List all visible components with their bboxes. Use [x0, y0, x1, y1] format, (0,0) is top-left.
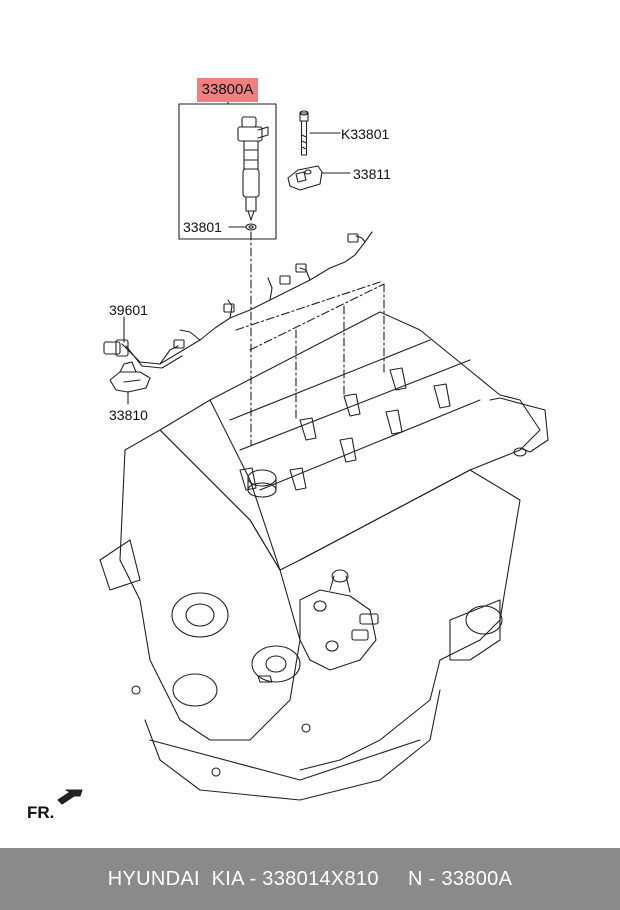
washer-part [245, 223, 257, 231]
harness-label[interactable]: 39601 [109, 302, 148, 318]
footer-bar: HYUNDAI KIA - 338014X810 N - 33800A [0, 848, 620, 910]
wiring-harness [103, 231, 373, 369]
injector-part [237, 116, 269, 221]
washer-label[interactable]: 33801 [183, 219, 222, 235]
engine-parts-diagram [57, 101, 549, 805]
assembly-label[interactable]: 33800A [197, 78, 258, 102]
clamp-label[interactable]: 33811 [353, 166, 391, 182]
clamp-part [287, 165, 323, 191]
bracket-label[interactable]: 33810 [109, 407, 148, 423]
fuel-pump [299, 569, 379, 671]
footer-part-numbers: HYUNDAI KIA - 338014X810 N - 33800A [107, 868, 513, 890]
bracket-part [109, 361, 151, 393]
alignment-lines [235, 281, 385, 421]
bolt-part [299, 110, 309, 156]
engine-block [99, 311, 549, 801]
bolt-label[interactable]: K33801 [341, 126, 390, 142]
front-arrow-icon [57, 789, 83, 805]
front-direction-label: FR. [27, 803, 55, 822]
